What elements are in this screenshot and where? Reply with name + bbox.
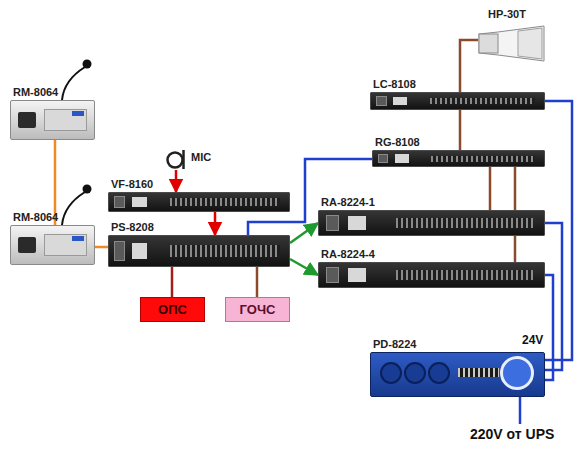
- outlet-socket: [404, 362, 426, 384]
- device-label: RM-8064: [13, 86, 58, 99]
- terminal-strip: [430, 98, 536, 104]
- power-source-label: 220V от UPS: [470, 426, 554, 442]
- terminal-strip: [431, 156, 535, 162]
- speaker-node: HP-30T: [478, 25, 545, 62]
- caution-sticker: [395, 154, 409, 162]
- microphone-circle: [168, 153, 183, 168]
- microphone-symbol: MIC: [165, 148, 187, 170]
- caution-sticker: [348, 268, 366, 281]
- caution-sticker: [348, 216, 366, 229]
- signal-wire: [256, 267, 259, 297]
- device-label: LC-8108: [373, 78, 416, 91]
- terminal-strip: [396, 270, 533, 280]
- amplifier-unit: RA-8224-1: [318, 210, 545, 236]
- horn-driver: [479, 34, 498, 53]
- outlet-socket: [428, 362, 450, 384]
- console-socket: [18, 112, 36, 129]
- horn-mouth: [518, 28, 542, 59]
- alarm-box: ОПС: [140, 297, 205, 322]
- signal-wire: [460, 40, 478, 92]
- terminal-strip: [170, 245, 280, 257]
- signal-wire: [175, 170, 178, 192]
- console-socket: [18, 237, 36, 254]
- device-label: MIC: [191, 151, 211, 164]
- power-wire: [519, 397, 522, 424]
- brand-logo: [72, 236, 84, 241]
- device-label: RG-8108: [375, 136, 420, 149]
- rack-unit: RG-8108: [372, 150, 545, 167]
- outlet-socket: [380, 362, 402, 384]
- caution-sticker: [132, 243, 146, 260]
- power-socket: [326, 267, 340, 282]
- power-socket: [326, 215, 340, 230]
- voltage-label: 24V: [522, 333, 543, 347]
- mic-gooseneck: [62, 67, 85, 100]
- mic-head: [83, 60, 92, 69]
- alarm-label: ОПС: [158, 302, 187, 317]
- device-label: PD-8224: [373, 338, 416, 351]
- caution-sticker: [393, 97, 407, 106]
- mic-console: RM-8064: [10, 100, 95, 140]
- horn-body: [479, 26, 544, 61]
- alarm-box: ГОЧС: [225, 297, 290, 322]
- alarm-label: ГОЧС: [240, 302, 276, 317]
- device-label: RA-8224-4: [321, 248, 375, 261]
- device-label: VF-8160: [111, 178, 153, 191]
- rack-unit: LC-8108: [370, 92, 545, 110]
- terminal-strip: [170, 198, 280, 205]
- signal-wire: [214, 212, 217, 235]
- power-distributor: PD-8224: [370, 352, 545, 397]
- signal-wire: [290, 259, 318, 275]
- device-label: RM-8064: [13, 211, 58, 224]
- rack-unit: VF-8160: [108, 192, 290, 212]
- terminal-strip: [458, 368, 500, 377]
- amplifier-unit: RA-8224-4: [318, 262, 545, 288]
- signal-wire: [459, 110, 462, 150]
- brand-logo: [72, 111, 84, 116]
- mic-head: [83, 185, 92, 194]
- caution-sticker: [132, 197, 146, 207]
- device-label: PS-8208: [111, 221, 154, 234]
- mic-console: RM-8064: [10, 225, 95, 265]
- signal-wire: [95, 246, 108, 249]
- power-socket: [376, 96, 386, 106]
- horn-speaker-shape: [478, 25, 545, 62]
- signal-wire: [545, 275, 553, 380]
- power-socket: [114, 196, 125, 208]
- signal-wire: [489, 167, 492, 210]
- terminal-strip: [396, 218, 533, 228]
- signal-wire: [171, 267, 174, 297]
- rack-unit: PS-8208: [108, 235, 290, 267]
- signal-wire: [545, 101, 572, 360]
- industrial-socket: [500, 356, 534, 390]
- device-label: HP-30T: [488, 8, 526, 21]
- mic-gooseneck: [62, 192, 85, 225]
- microphone-bar: [182, 150, 185, 169]
- signal-wire: [290, 223, 318, 243]
- microphone-shape: [165, 148, 187, 170]
- power-socket: [378, 154, 388, 164]
- power-socket: [114, 241, 125, 260]
- device-label: RA-8224-1: [321, 196, 375, 209]
